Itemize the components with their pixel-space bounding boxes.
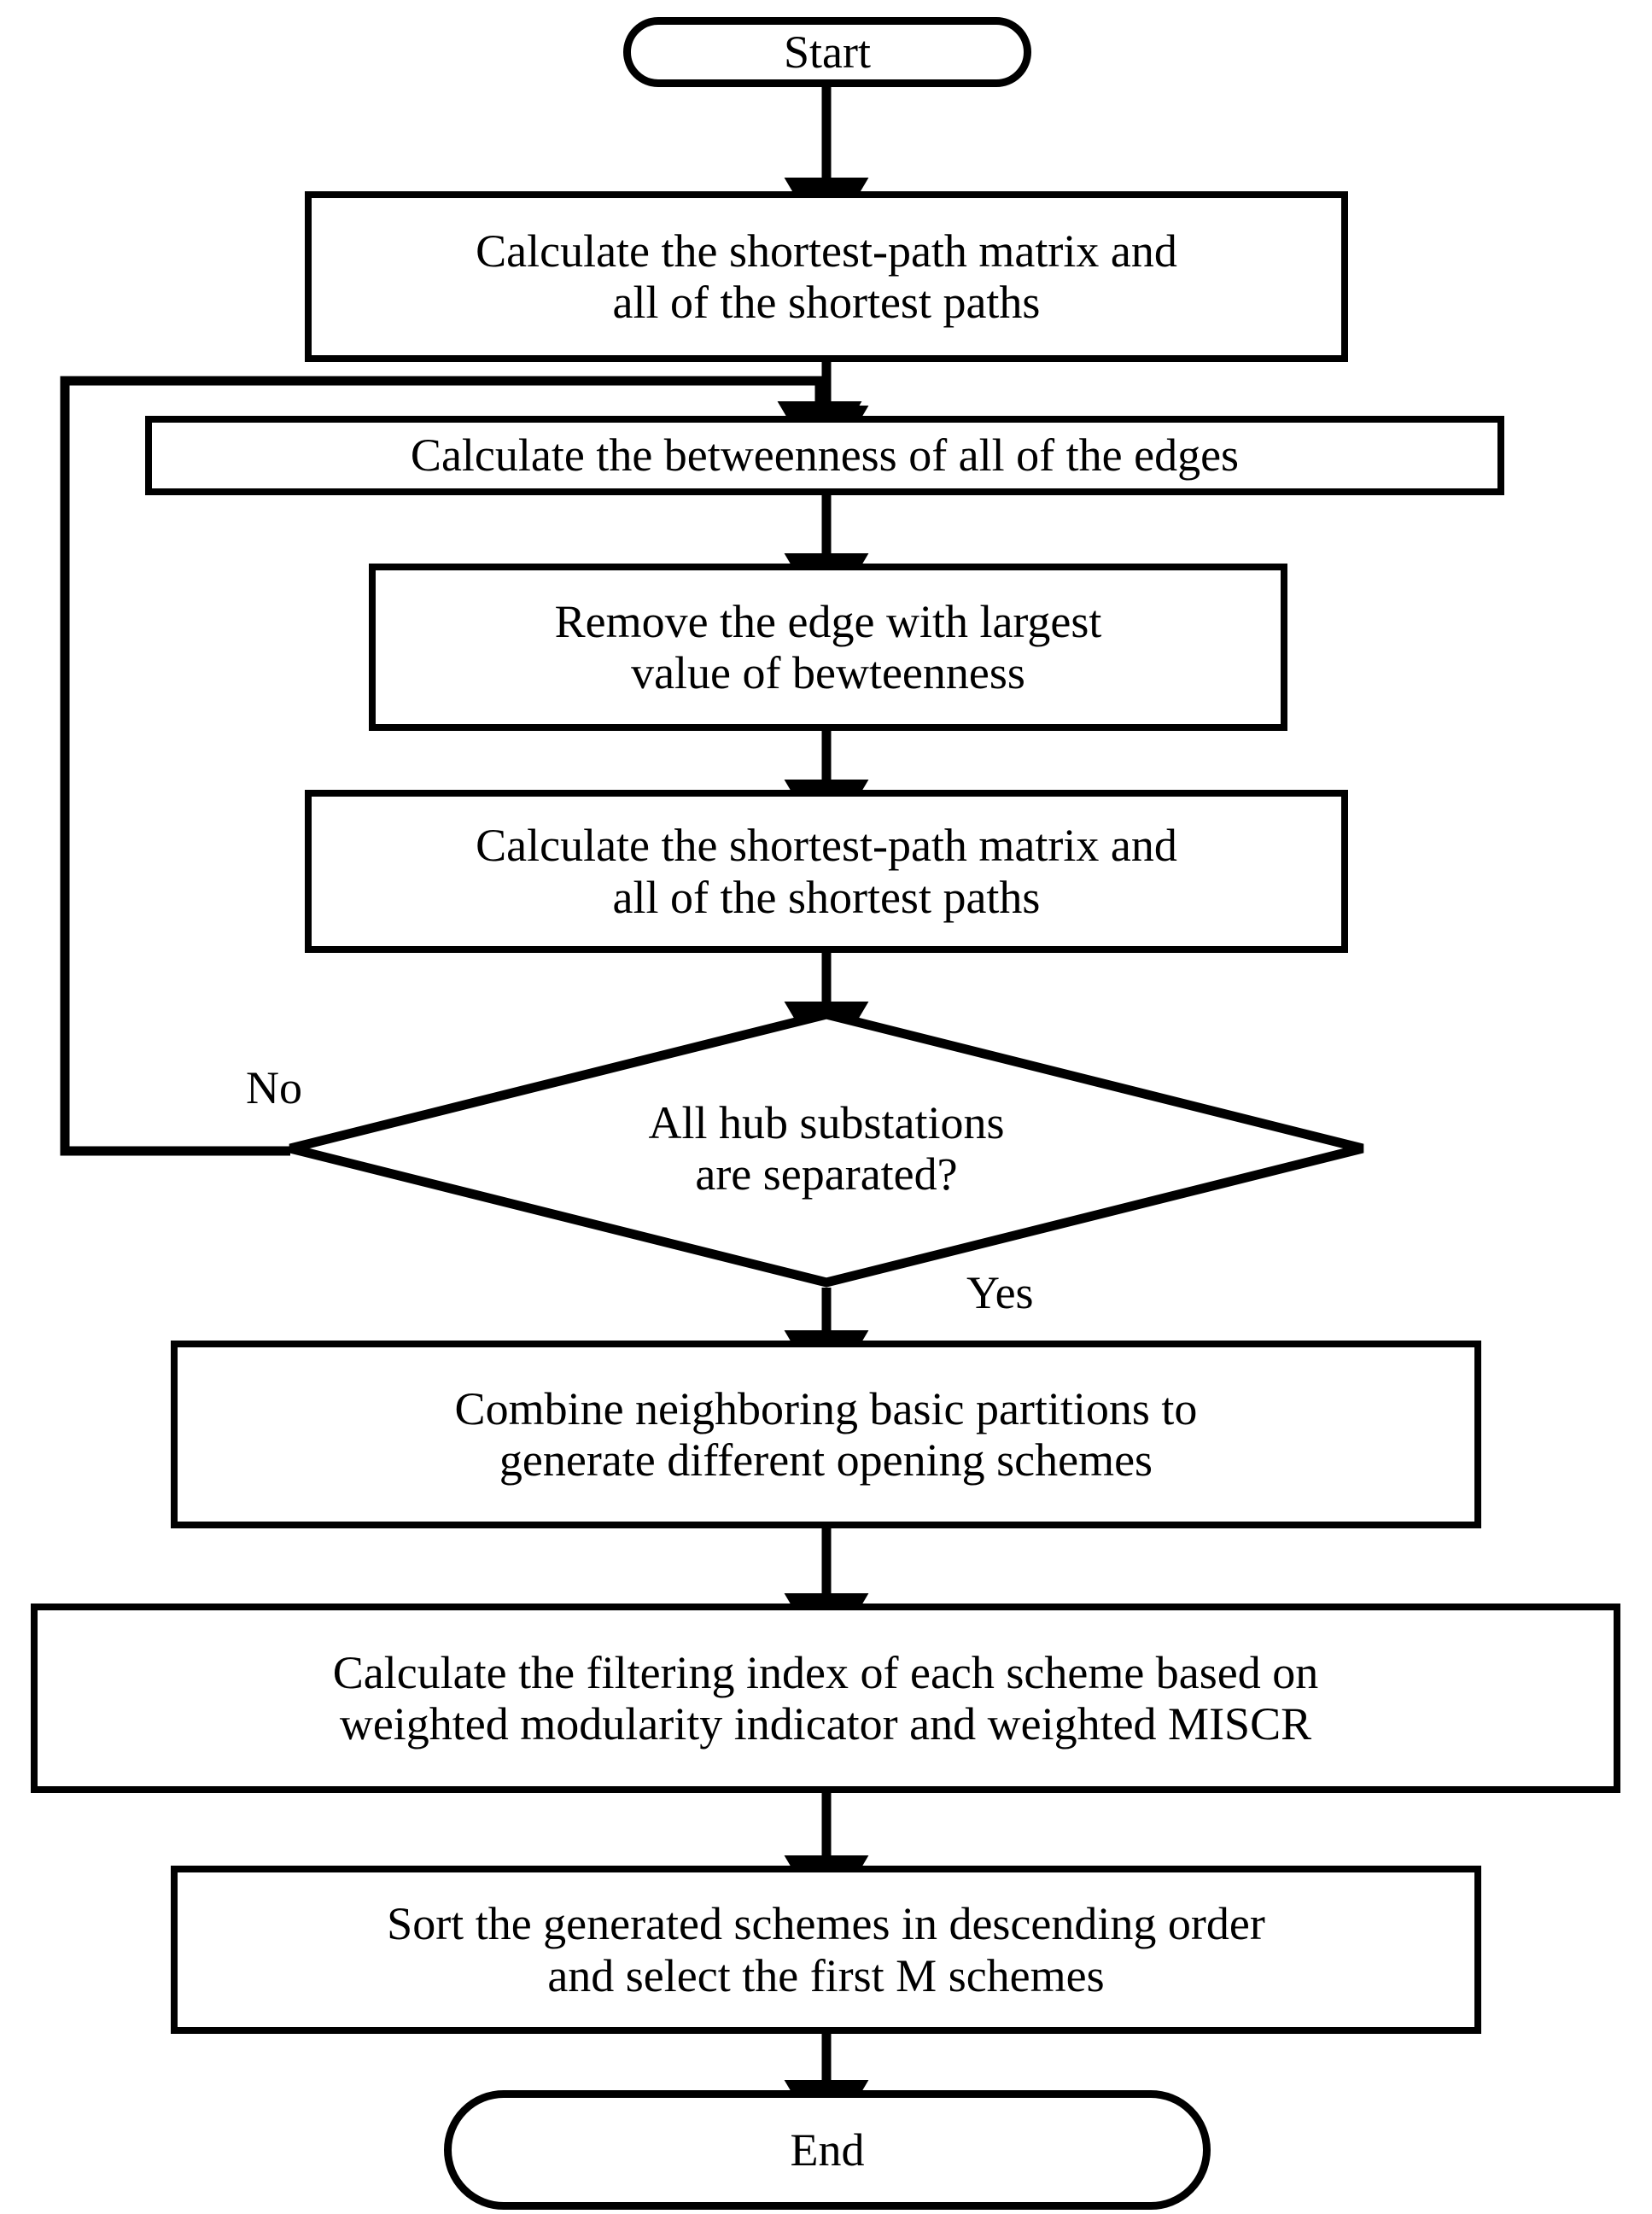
node-sort-schemes[interactable]: Sort the generated schemes in descending…	[171, 1866, 1481, 2034]
node-calculate-shortest-path-1-label: Calculate the shortest-path matrix and a…	[476, 225, 1177, 328]
node-calculate-betweenness-label: Calculate the betweenness of all of the …	[410, 429, 1240, 482]
node-start[interactable]: Start	[623, 17, 1031, 87]
node-filtering-index[interactable]: Calculate the filtering index of each sc…	[31, 1604, 1620, 1793]
node-calculate-shortest-path-1[interactable]: Calculate the shortest-path matrix and a…	[305, 191, 1348, 362]
node-start-label: Start	[784, 26, 871, 78]
edge-label-yes: Yes	[966, 1266, 1034, 1319]
node-calculate-shortest-path-2[interactable]: Calculate the shortest-path matrix and a…	[305, 790, 1348, 953]
node-end[interactable]: End	[444, 2090, 1211, 2210]
node-filtering-index-label: Calculate the filtering index of each sc…	[332, 1646, 1319, 1750]
edge-label-no-text: No	[246, 1062, 302, 1113]
node-calculate-betweenness[interactable]: Calculate the betweenness of all of the …	[145, 416, 1504, 495]
node-calculate-shortest-path-2-label: Calculate the shortest-path matrix and a…	[476, 820, 1177, 923]
node-decision-hub-substations-label: All hub substations are separated?	[648, 1096, 1005, 1200]
node-combine-partitions-label: Combine neighboring basic partitions to …	[454, 1382, 1198, 1486]
edge-label-no: No	[246, 1061, 302, 1114]
node-sort-schemes-label: Sort the generated schemes in descending…	[387, 1898, 1265, 2001]
node-remove-edge[interactable]: Remove the edge with largest value of be…	[369, 564, 1287, 731]
node-combine-partitions[interactable]: Combine neighboring basic partitions to …	[171, 1341, 1481, 1528]
node-decision-hub-substations[interactable]: All hub substations are separated?	[283, 1008, 1369, 1289]
node-end-label: End	[790, 2123, 865, 2176]
edge-label-yes-text: Yes	[966, 1267, 1034, 1318]
node-remove-edge-label: Remove the edge with largest value of be…	[554, 595, 1102, 698]
